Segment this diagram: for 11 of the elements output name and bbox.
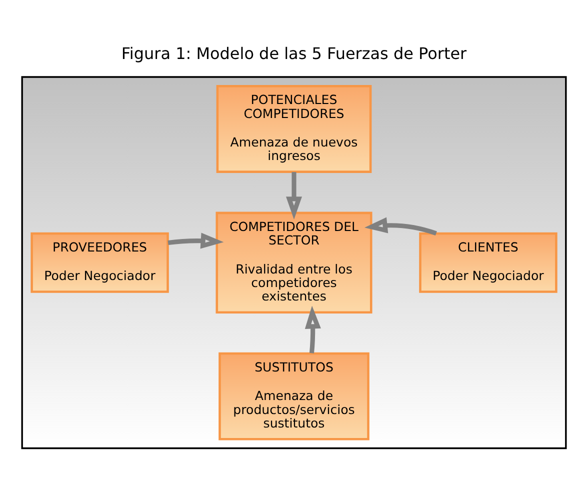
node-box: POTENCIALES COMPETIDORES Amenaza de nuevos ingresos <box>216 84 372 173</box>
node-box: CLIENTES Poder Negociador <box>419 232 558 293</box>
arrow <box>286 172 302 220</box>
cluster <box>21 76 567 450</box>
arrow <box>364 217 437 236</box>
node-box: SUSTITUTOS Amenaza de productos/servicios sustitutos <box>218 352 370 440</box>
arrow <box>168 232 224 249</box>
node-box: PROVEEDORES Poder Negociador <box>30 232 169 293</box>
node-box: COMPETIDORES DEL SECTOR Rivalidad entre los competidores existentes <box>216 212 372 314</box>
arrow <box>304 306 321 354</box>
diagram-title: Figura 1: Modelo de las 5 Fuerzas de Porter <box>121 44 467 63</box>
